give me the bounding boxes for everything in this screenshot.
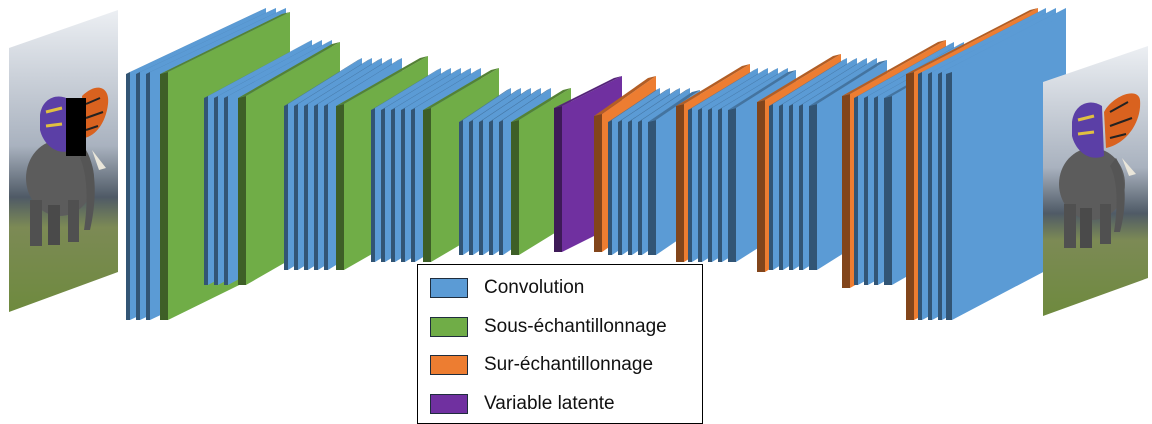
butterfly-wing-icon [40, 87, 109, 152]
convolution-layer [946, 14, 1066, 320]
legend: Convolution Sous-échantillonnage Sur-éch… [417, 264, 703, 424]
elephant-icon [1059, 148, 1136, 248]
legend-item-convolution: Convolution [430, 275, 584, 301]
legend-label: Variable latente [484, 393, 615, 414]
legend-label: Sous-échantillonnage [484, 316, 667, 337]
elephant-icon [26, 140, 106, 246]
legend-label: Sur-échantillonnage [484, 354, 654, 375]
latent-swatch [430, 394, 468, 414]
network-layers [126, 8, 1066, 320]
butterfly-wing-icon [1072, 93, 1141, 158]
legend-item-downsampling: Sous-échantillonnage [430, 314, 667, 340]
convolution-swatch [430, 278, 468, 298]
legend-item-latent: Variable latente [430, 391, 615, 417]
input-image [9, 10, 118, 312]
upsampling-swatch [430, 355, 468, 375]
legend-item-upsampling: Sur-échantillonnage [430, 352, 653, 378]
legend-label: Convolution [484, 277, 585, 298]
output-image [1043, 46, 1148, 316]
downsampling-swatch [430, 317, 468, 337]
mask-patch [66, 98, 86, 156]
